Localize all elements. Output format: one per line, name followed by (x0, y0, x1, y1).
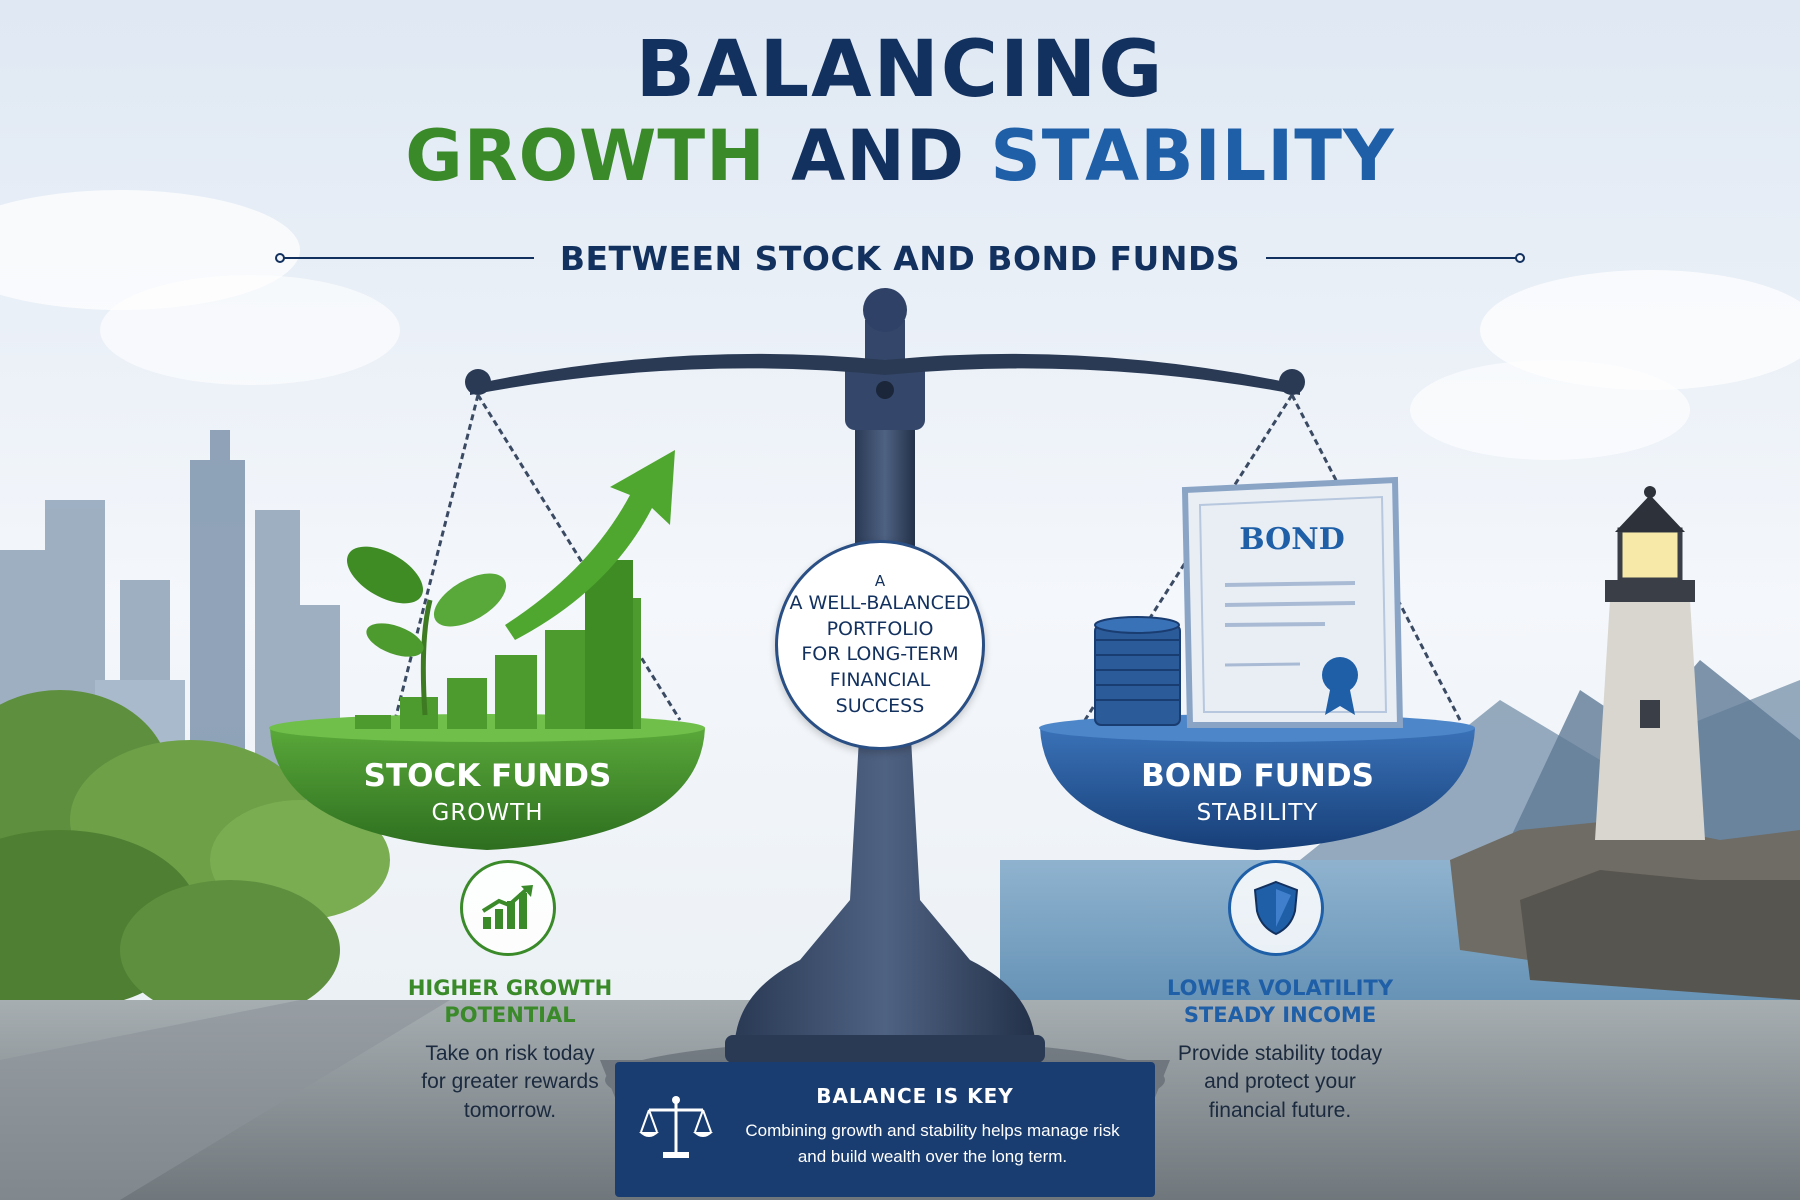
title-and: AND (791, 114, 965, 197)
plant-sprout-icon (347, 546, 507, 716)
shield-icon (1228, 860, 1324, 956)
stock-funds-pan (270, 728, 705, 850)
balance-is-key-box: BALANCE IS KEY Combining growth and stab… (615, 1062, 1155, 1197)
bond-funds-subtitle: STABILITY (1196, 800, 1319, 826)
bond-feature-text: Provide stability today and protect your… (1140, 1040, 1420, 1125)
center-message-line: SUCCESS (835, 694, 925, 717)
stock-feature-heading-line: POTENTIAL (444, 1003, 576, 1028)
center-message-line: A (874, 571, 886, 590)
scale-beam (470, 353, 1300, 395)
balance-is-key-title: BALANCE IS KEY (816, 1084, 1014, 1108)
subtitle-row: BETWEEN STOCK AND BOND FUNDS (275, 238, 1525, 278)
balance-is-key-text-line: Combining growth and stability helps man… (745, 1121, 1120, 1140)
balance-is-key-text-line: and build wealth over the long term. (797, 1146, 1068, 1166)
coin-stack-icon (1094, 616, 1181, 726)
stock-feature-heading: HIGHER GROWTH POTENTIAL (370, 975, 650, 1030)
center-message-line: FINANCIAL (829, 668, 931, 691)
center-message-line: A WELL-BALANCED (789, 592, 971, 615)
bond-funds-title: BOND FUNDS (1141, 758, 1374, 794)
lighthouse (1595, 486, 1705, 840)
balance-scale-icon (639, 1096, 713, 1158)
title-block: BALANCING GROWTH AND STABILITY (0, 25, 1800, 197)
stock-funds-title: STOCK FUNDS (363, 758, 612, 794)
title-stability: STABILITY (990, 114, 1395, 197)
stock-funds-subtitle: GROWTH (431, 800, 544, 826)
title-line-1: BALANCING (635, 25, 1165, 115)
subtitle: BETWEEN STOCK AND BOND FUNDS (559, 238, 1241, 278)
bond-funds-pan (1040, 728, 1475, 850)
center-message-line: PORTFOLIO (826, 617, 934, 640)
bond-feature-heading-line: STEADY INCOME (1183, 1003, 1377, 1028)
balance-is-key-text: Combining growth and stability helps man… (720, 1118, 1145, 1169)
bond-feature-text-line: Provide stability today (1177, 1042, 1383, 1065)
bond-feature-heading-line: LOWER VOLATILITY (1166, 976, 1394, 1000)
divider-right (1266, 253, 1525, 263)
bond-feature-heading: LOWER VOLATILITY STEADY INCOME (1140, 975, 1420, 1030)
stock-feature-heading-line: HIGHER GROWTH (407, 976, 613, 1000)
trees-left (0, 690, 390, 1020)
center-message-line: FOR LONG-TERM (801, 643, 959, 666)
bond-feature-text-line: and protect your (1204, 1070, 1356, 1094)
bond-feature-text-line: financial future. (1208, 1098, 1352, 1122)
stock-feature-text-line: tomorrow. (463, 1098, 557, 1122)
stock-feature-text: Take on risk today for greater rewards t… (370, 1040, 650, 1125)
center-message: A A WELL-BALANCED PORTFOLIO FOR LONG-TER… (775, 540, 985, 750)
divider-left (275, 253, 534, 263)
stock-funds-label: STOCK FUNDS GROWTH (320, 758, 655, 826)
bond-document-label: BOND (1239, 522, 1345, 557)
bond-certificate (1181, 476, 1404, 728)
stock-feature-text-line: for greater rewards (421, 1070, 599, 1094)
growth-chart-icon (460, 860, 556, 956)
growth-arrow (505, 450, 675, 640)
stock-feature-text-line: Take on risk today (425, 1042, 595, 1065)
title-growth: GROWTH (405, 114, 766, 197)
bond-funds-label: BOND FUNDS STABILITY (1090, 758, 1425, 826)
title-line-2: GROWTH AND STABILITY (0, 116, 1800, 197)
